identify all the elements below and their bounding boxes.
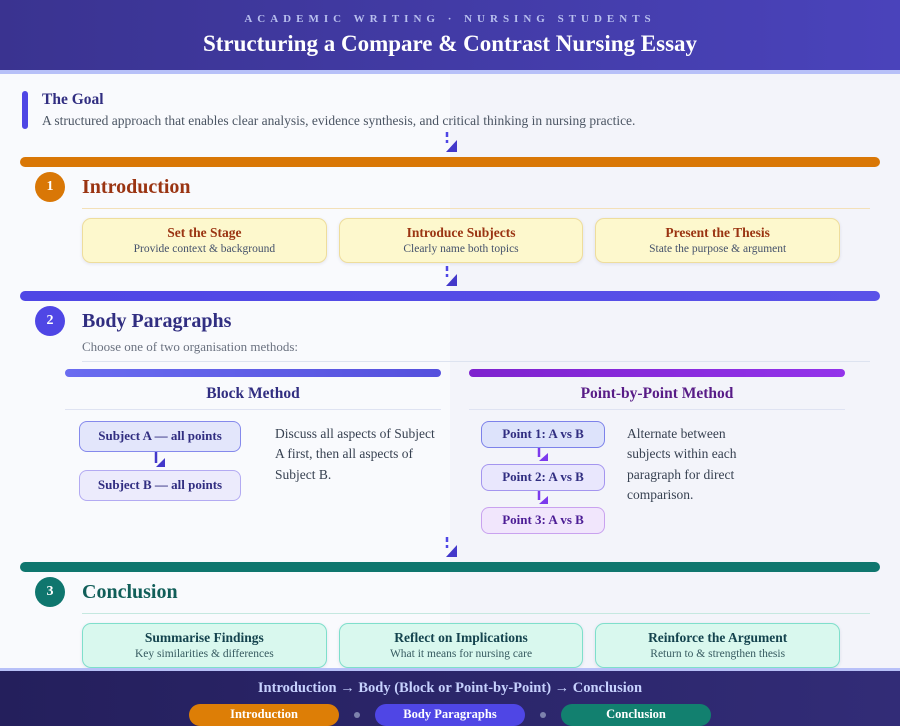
section-number-badge: 1 <box>35 172 65 202</box>
card-title: Reflect on Implications <box>394 630 528 645</box>
legend-pill-body-paragraphs: Body Paragraphs <box>375 704 525 726</box>
card-set-the-stage: Set the Stage Provide context & backgrou… <box>82 218 327 263</box>
section-subtitle: Choose one of two organisation methods: <box>82 339 299 354</box>
section-accent-bar <box>20 291 880 301</box>
card-subtitle: Key similarities & differences <box>134 648 274 660</box>
point-2-box: Point 2: A vs B <box>481 464 605 491</box>
intro-cards: Set the Stage Provide context & backgrou… <box>82 218 841 263</box>
goal-title: The Goal <box>42 91 104 108</box>
card-reinforce-the-argument: Reinforce the Argument Return to & stren… <box>595 623 841 668</box>
footer-flow-summary: Introduction → Body (Block or Point-by-P… <box>257 680 643 696</box>
section-number-badge: 2 <box>35 306 65 336</box>
point-method-column: Point-by-Point Method Point 1: A vs B Po… <box>469 369 845 534</box>
card-subtitle: Clearly name both topics <box>403 243 519 255</box>
card-summarise-findings: Summarise Findings Key similarities & di… <box>82 623 327 668</box>
flow-arrow-icon <box>445 132 457 152</box>
section-body-paragraphs: 2 Body Paragraphs Choose one of two orga… <box>20 291 880 534</box>
block-method-column: Block Method Subject A — all points Subj… <box>65 369 441 534</box>
card-title: Reinforce the Argument <box>648 630 788 645</box>
down-arrow-icon <box>79 452 241 470</box>
method-accent-bar <box>469 369 845 377</box>
method-accent-bar <box>65 369 441 377</box>
card-reflect-on-implications: Reflect on Implications What it means fo… <box>338 623 584 668</box>
card-title: Introduce Subjects <box>406 225 516 240</box>
flow-arrow-icon <box>445 266 457 286</box>
legend-pill-introduction: Introduction <box>189 704 339 726</box>
subject-a-box: Subject A — all points <box>79 421 241 452</box>
section-title: Conclusion <box>82 580 178 603</box>
legend-pill-conclusion: Conclusion <box>561 704 711 726</box>
card-title: Present the Thesis <box>665 225 770 240</box>
footer-legend: Introduction Body Paragraphs Conclusion <box>0 704 900 726</box>
goal-text: A structured approach that enables clear… <box>42 113 636 128</box>
card-subtitle: State the purpose & argument <box>649 243 787 255</box>
flow-connector <box>0 131 900 155</box>
page-title: Structuring a Compare & Contrast Nursing… <box>202 31 698 56</box>
separator-dot <box>354 712 360 718</box>
method-title: Point-by-Point Method <box>580 385 734 402</box>
section-divider <box>82 613 870 614</box>
method-title: Block Method <box>206 385 300 402</box>
section-divider <box>82 208 870 209</box>
point-1-box: Point 1: A vs B <box>481 421 605 448</box>
point-3-box: Point 3: A vs B <box>481 507 605 534</box>
card-title: Set the Stage <box>167 225 242 240</box>
down-arrow-icon <box>481 491 605 507</box>
separator-dot <box>540 712 546 718</box>
footer: Introduction → Body (Block or Point-by-P… <box>0 668 900 726</box>
method-divider <box>65 409 441 410</box>
method-description: Discuss all aspects of Subject A first, … <box>275 426 435 482</box>
section-divider <box>82 361 870 362</box>
section-title: Introduction <box>82 175 191 198</box>
card-introduce-subjects: Introduce Subjects Clearly name both top… <box>338 218 584 263</box>
flow-connector <box>0 265 900 289</box>
method-columns: Block Method Subject A — all points Subj… <box>65 369 845 534</box>
card-subtitle: Return to & strengthen thesis <box>650 648 786 660</box>
section-accent-bar <box>20 562 880 572</box>
goal-accent-bar <box>22 91 28 129</box>
section-accent-bar <box>20 157 880 167</box>
card-subtitle: Provide context & background <box>133 243 276 255</box>
section-title: Body Paragraphs <box>82 309 232 332</box>
goal-callout: The Goal A structured approach that enab… <box>22 91 870 129</box>
method-divider <box>469 409 845 410</box>
card-title: Summarise Findings <box>144 630 264 645</box>
header-kicker: ACADEMIC WRITING · NURSING STUDENTS <box>244 13 656 25</box>
flow-arrow-icon <box>445 537 457 557</box>
block-flow-boxes: Subject A — all points Subject B — all p… <box>79 421 241 501</box>
card-present-the-thesis: Present the Thesis State the purpose & a… <box>595 218 841 263</box>
card-subtitle: What it means for nursing care <box>389 648 533 660</box>
section-conclusion: 3 Conclusion Summarise Findings Key simi… <box>20 562 880 668</box>
point-flow-boxes: Point 1: A vs B Point 2: A vs B Point 3:… <box>481 421 605 534</box>
conclusion-cards: Summarise Findings Key similarities & di… <box>82 623 841 668</box>
section-number-badge: 3 <box>35 577 65 607</box>
method-description: Alternate between subjects within each p… <box>627 426 737 502</box>
flow-connector <box>0 536 900 560</box>
header: ACADEMIC WRITING · NURSING STUDENTS Stru… <box>0 0 900 74</box>
section-introduction: 1 Introduction Set the Stage Provide con… <box>20 157 880 263</box>
down-arrow-icon <box>481 448 605 464</box>
goal-body: The Goal A structured approach that enab… <box>42 91 635 129</box>
subject-b-box: Subject B — all points <box>79 470 241 501</box>
